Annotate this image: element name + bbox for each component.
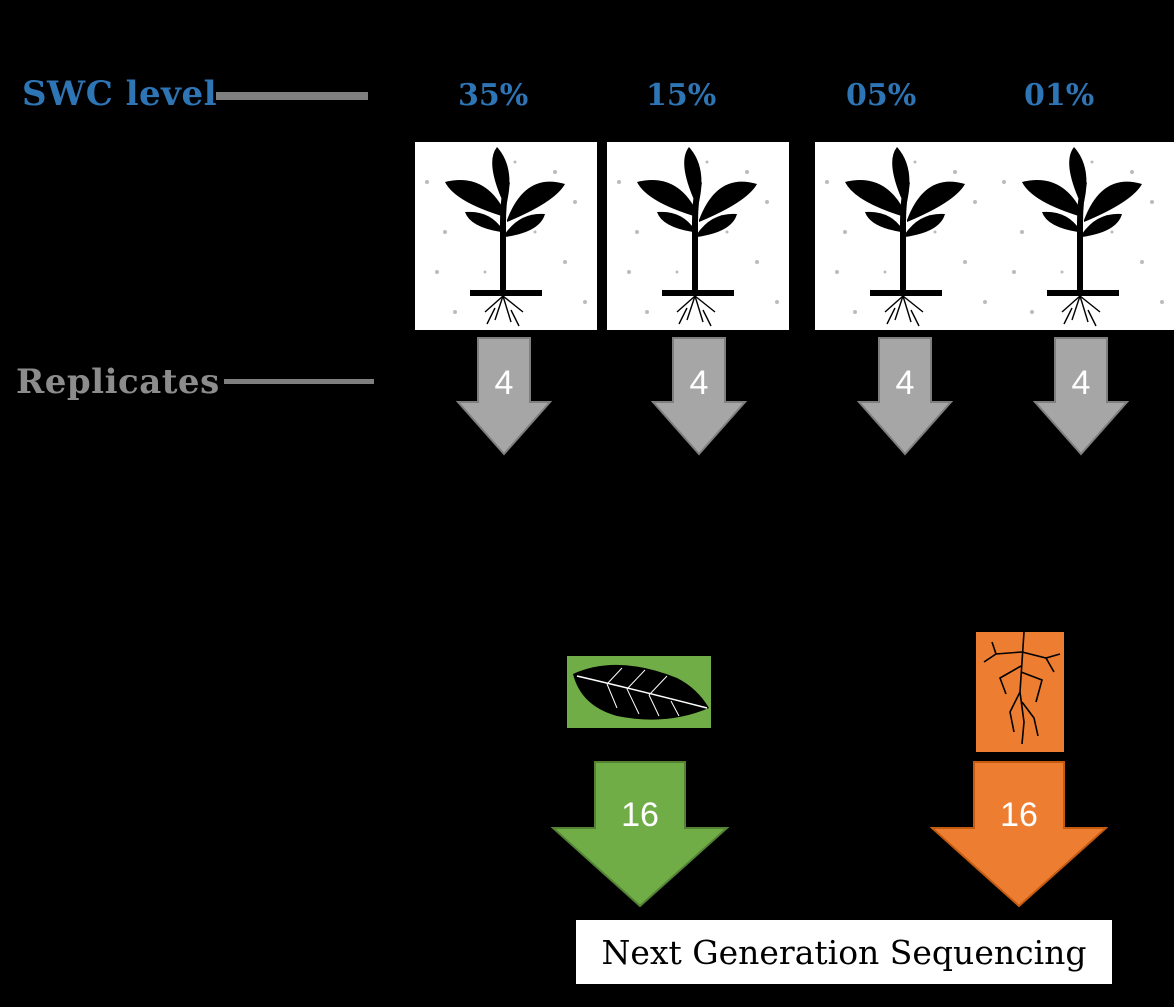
swc-level-05: 05% bbox=[846, 78, 917, 113]
plant-icon bbox=[815, 142, 997, 330]
swc-connector-line bbox=[216, 92, 368, 100]
replicate-arrow: 4 bbox=[857, 336, 953, 456]
replicates-label: Replicates bbox=[16, 362, 220, 402]
root-icon bbox=[983, 631, 1061, 745]
replicates-connector-line bbox=[224, 379, 374, 384]
swc-level-01: 01% bbox=[1024, 78, 1095, 113]
plant-icon bbox=[607, 142, 789, 330]
replicate-count: 4 bbox=[495, 364, 514, 402]
replicate-count: 4 bbox=[896, 364, 915, 402]
root-sample-arrow: 16 bbox=[930, 761, 1108, 908]
swc-level-label: SWC level bbox=[22, 74, 217, 114]
leaf-tissue-box bbox=[567, 656, 711, 728]
replicate-arrow: 4 bbox=[651, 336, 747, 456]
leaf-sample-arrow: 16 bbox=[551, 761, 729, 908]
replicate-arrow: 4 bbox=[1033, 336, 1129, 456]
root-tissue-box bbox=[976, 631, 1064, 752]
replicate-arrow: 4 bbox=[456, 336, 552, 456]
swc-level-15: 15% bbox=[646, 78, 717, 113]
leaf-icon bbox=[573, 664, 709, 720]
plant-icon bbox=[992, 142, 1174, 330]
root-sample-count: 16 bbox=[1000, 796, 1038, 834]
replicate-count: 4 bbox=[1072, 364, 1091, 402]
swc-level-35: 35% bbox=[458, 78, 529, 113]
leaf-sample-count: 16 bbox=[621, 796, 659, 834]
next-generation-sequencing-box: Next Generation Sequencing bbox=[576, 920, 1112, 984]
plant-icon bbox=[415, 142, 597, 330]
replicate-count: 4 bbox=[690, 364, 709, 402]
